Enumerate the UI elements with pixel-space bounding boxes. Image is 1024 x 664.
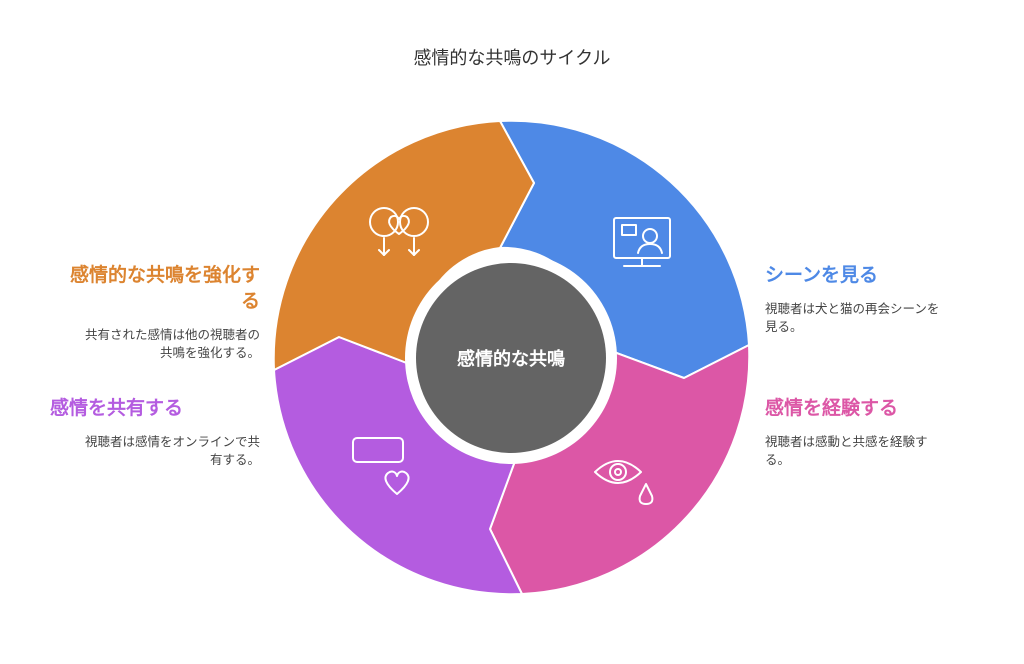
center-label: 感情的な共鳴 xyxy=(457,348,565,370)
stage-see-scene-title-line-1: シーンを見る xyxy=(765,264,879,286)
stage-experience-emotion-desc: 視聴者は感動と共感を経験す る。 xyxy=(765,433,995,469)
stage-share-emotion: 感情を共有する 視聴者は感情をオンラインで共 有する。 xyxy=(20,395,260,469)
stage-reinforce-resonance-title-line-2: る xyxy=(240,290,260,312)
stage-reinforce-resonance-desc-line-2: 共鳴を強化する。 xyxy=(159,345,260,360)
stage-share-emotion-desc-line-2: 有する。 xyxy=(209,452,260,467)
stage-see-scene-desc-line-1: 視聴者は犬と猫の再会シーンを xyxy=(765,301,940,316)
diagram-title: 感情的な共鳴のサイクル xyxy=(413,48,611,69)
stage-share-emotion-title-line-1: 感情を共有する xyxy=(50,397,184,419)
stage-experience-emotion-title: 感情を経験する xyxy=(765,395,995,421)
stage-reinforce-resonance-desc-line-1: 共有された感情は他の視聴者の xyxy=(84,327,260,342)
stage-reinforce-resonance-title: 感情的な共鳴を強化す る xyxy=(20,262,260,314)
stage-reinforce-resonance-title-line-1: 感情的な共鳴を強化す xyxy=(69,264,260,286)
stage-see-scene-desc: 視聴者は犬と猫の再会シーンを 見る。 xyxy=(765,300,995,336)
double-heart-arrows-icon xyxy=(369,207,429,256)
stage-experience-emotion: 感情を経験する 視聴者は感動と共感を経験す る。 xyxy=(765,395,995,469)
stage-experience-emotion-desc-line-2: る。 xyxy=(765,452,791,467)
stage-reinforce-resonance: 感情的な共鳴を強化す る 共有された感情は他の視聴者の 共鳴を強化する。 xyxy=(20,262,260,362)
stage-see-scene-title: シーンを見る xyxy=(765,262,995,288)
stage-reinforce-resonance-desc: 共有された感情は他の視聴者の 共鳴を強化する。 xyxy=(20,326,260,362)
stage-experience-emotion-title-line-1: 感情を経験する xyxy=(765,397,899,419)
stage-share-emotion-desc: 視聴者は感情をオンラインで共 有する。 xyxy=(20,433,260,469)
stage-share-emotion-desc-line-1: 視聴者は感情をオンラインで共 xyxy=(84,434,260,449)
stage-experience-emotion-desc-line-1: 視聴者は感動と共感を経験す xyxy=(765,434,928,449)
crying-eye-icon xyxy=(594,460,654,505)
message-heart-icon xyxy=(352,437,410,495)
monitor-person-icon xyxy=(613,217,671,267)
stage-share-emotion-title: 感情を共有する xyxy=(20,395,260,421)
center-circle xyxy=(416,263,606,453)
stage-see-scene-desc-line-2: 見る。 xyxy=(765,319,803,334)
stage-see-scene: シーンを見る 視聴者は犬と猫の再会シーンを 見る。 xyxy=(765,262,995,336)
